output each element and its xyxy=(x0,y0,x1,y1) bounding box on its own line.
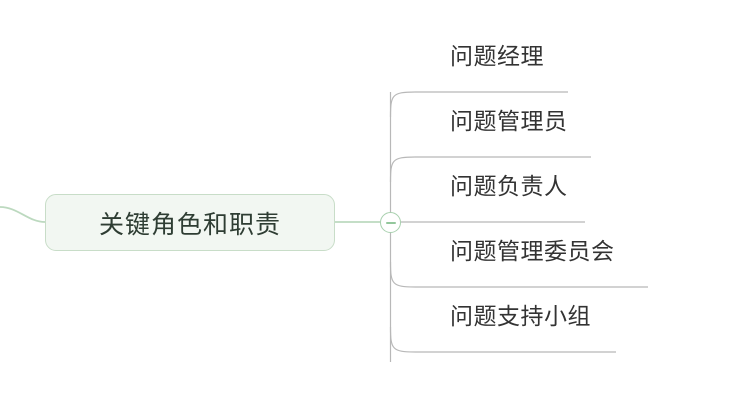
branch-node-2-label: 问题管理员 xyxy=(450,108,568,134)
edge-child-4 xyxy=(389,261,648,288)
branch-node-4-label: 问题管理委员会 xyxy=(450,238,615,264)
branch-node-3[interactable]: 问题负责人 xyxy=(450,164,568,204)
branch-node-5[interactable]: 问题支持小组 xyxy=(450,294,591,334)
branch-node-1[interactable]: 问题经理 xyxy=(450,34,544,74)
edge-child-5 xyxy=(389,326,616,353)
branch-node-1-label: 问题经理 xyxy=(450,43,544,69)
branch-node-5-label: 问题支持小组 xyxy=(450,303,591,329)
parent-edge xyxy=(0,206,46,223)
collapse-toggle[interactable] xyxy=(380,212,401,233)
branch-node-4[interactable]: 问题管理委员会 xyxy=(450,229,615,269)
branch-node-2[interactable]: 问题管理员 xyxy=(450,99,568,139)
branch-node-3-label: 问题负责人 xyxy=(450,173,568,199)
root-node[interactable]: 关键角色和职责 xyxy=(45,194,335,251)
root-node-label: 关键角色和职责 xyxy=(98,210,281,239)
minus-icon xyxy=(385,221,396,224)
edge-child-1 xyxy=(389,91,568,118)
edge-child-2 xyxy=(389,156,591,183)
